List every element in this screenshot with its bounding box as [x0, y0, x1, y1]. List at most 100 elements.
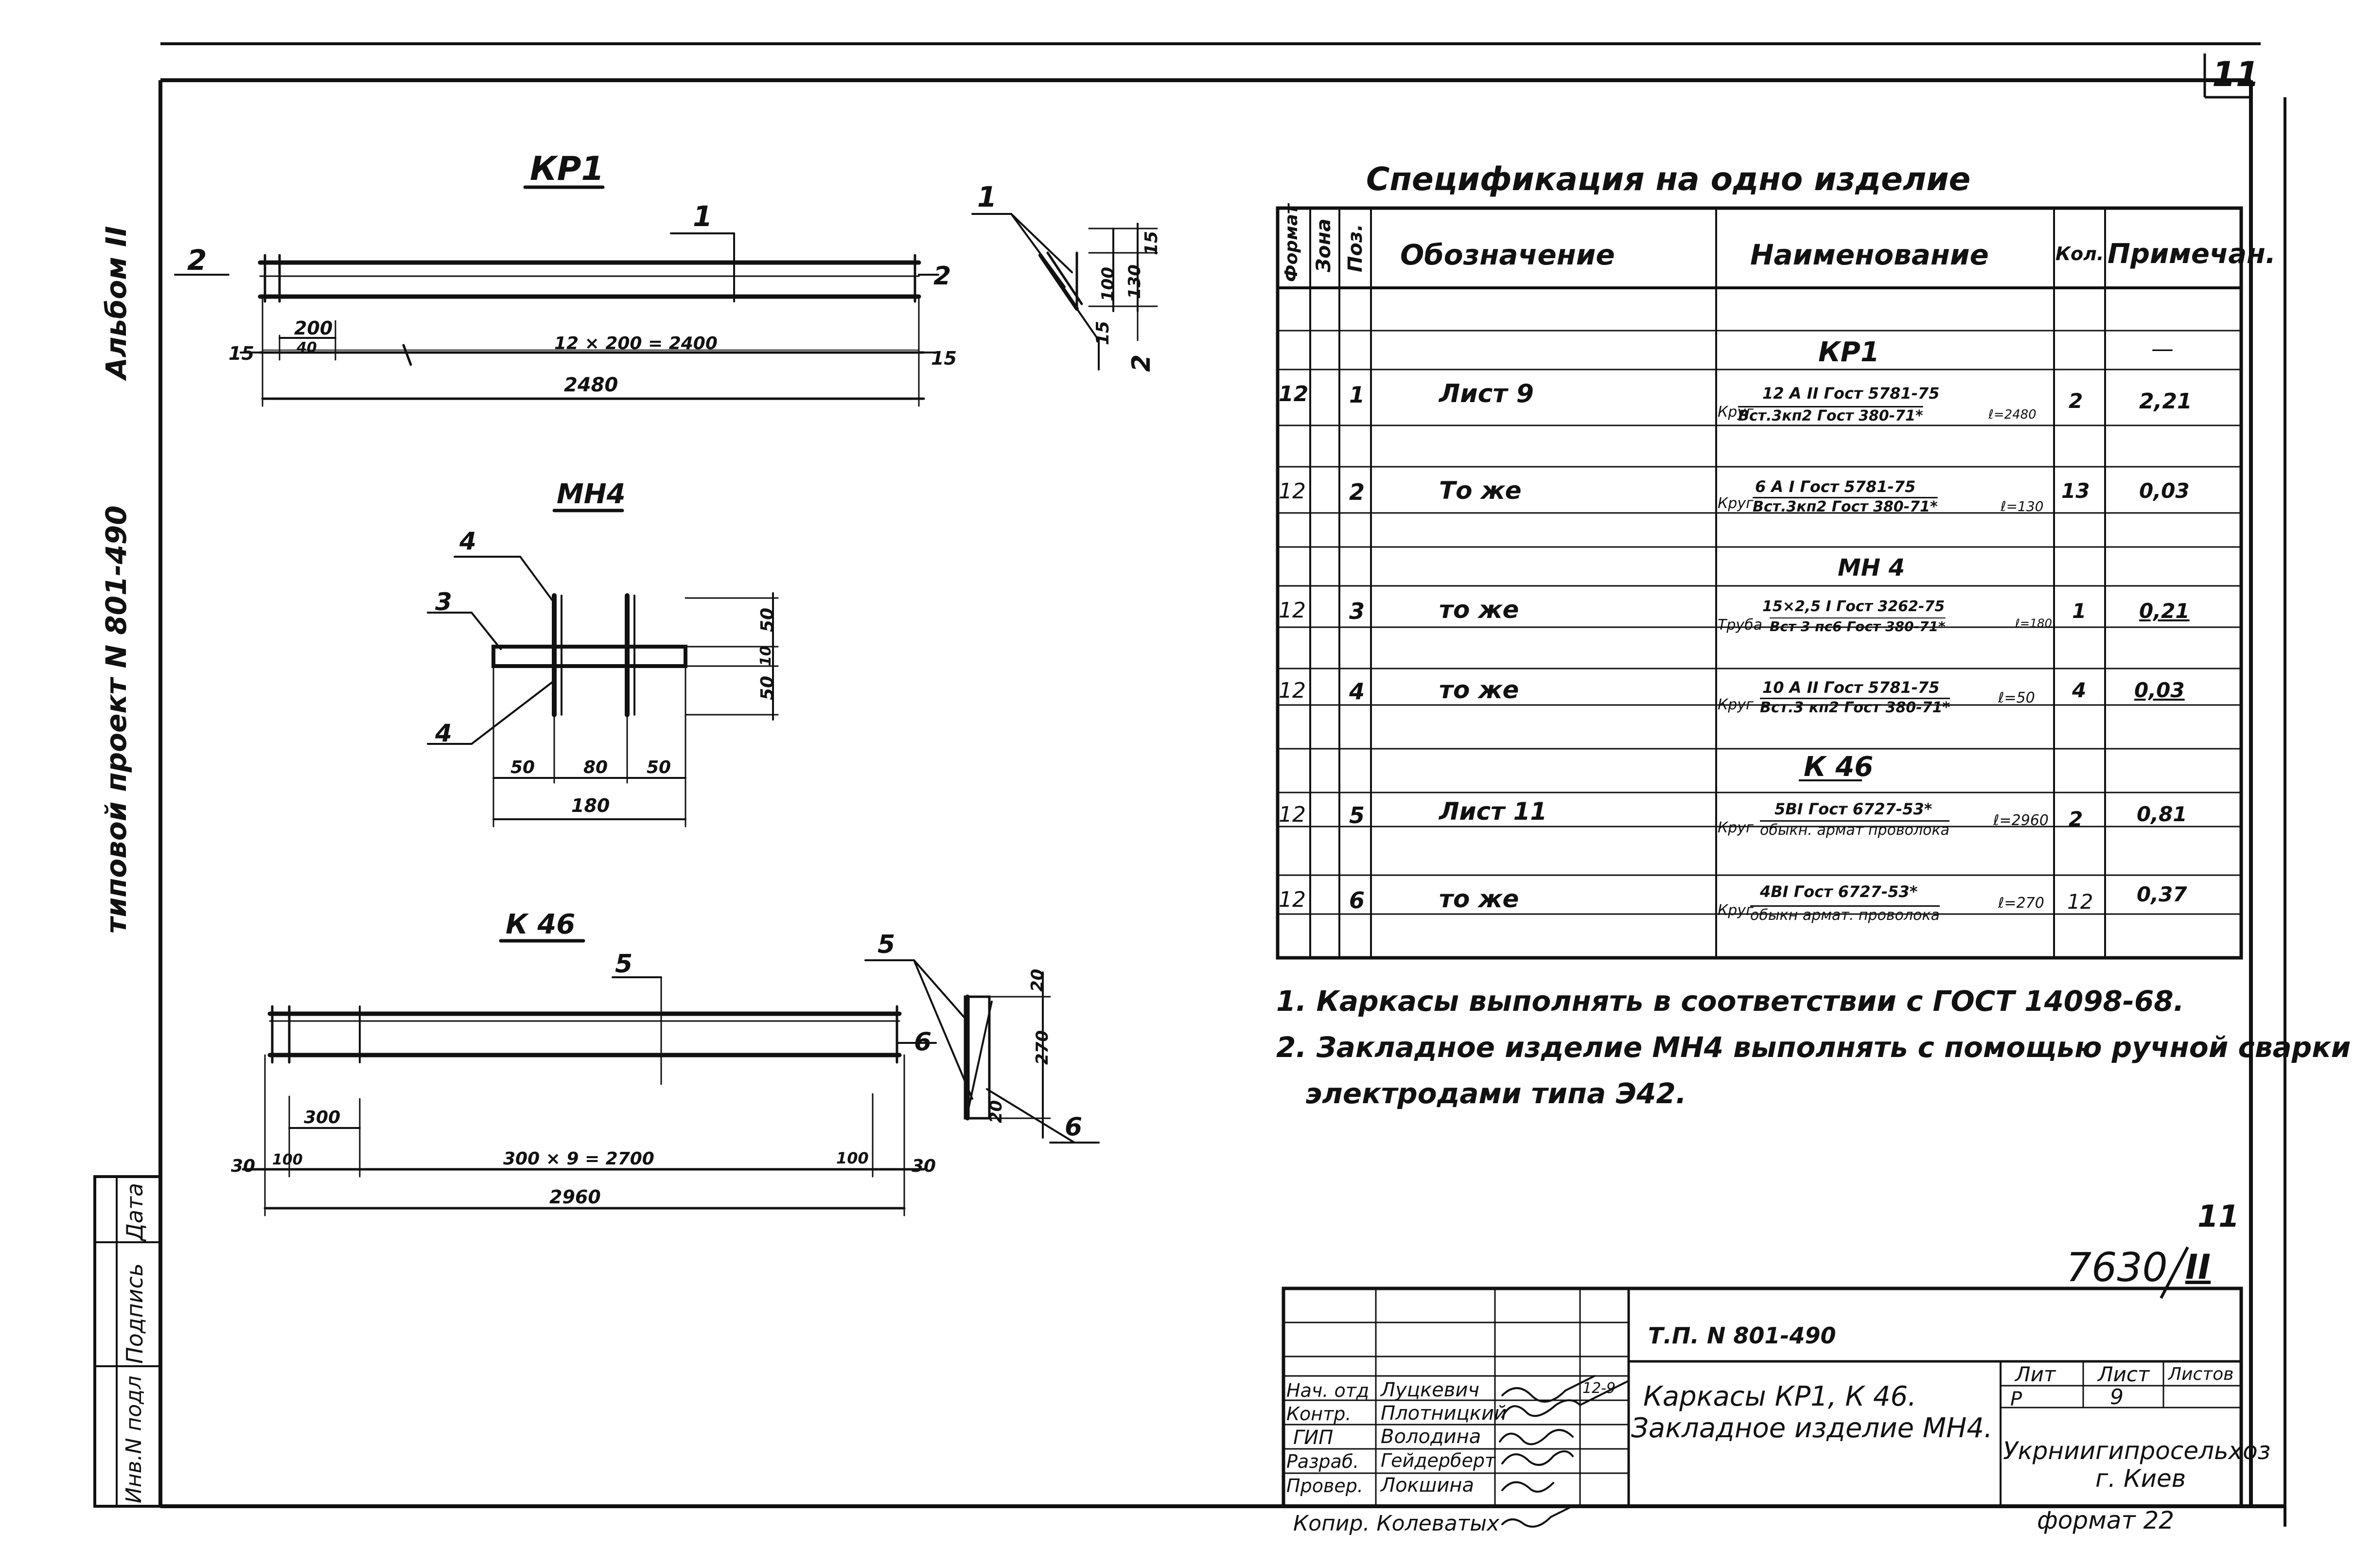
k46-title: К 46 [506, 909, 575, 940]
spec-row2-qty: 13 [2061, 479, 2090, 503]
spec-row6-pos: 6 [1349, 887, 1365, 914]
spec-row5-prefix: Круг [1718, 819, 1754, 836]
spec-row1-prefix: Круг [1718, 404, 1754, 421]
spec-row5-format: 12 [1279, 802, 1306, 827]
tb-role: Нач. отд [1286, 1380, 1370, 1401]
k46-dim-300: 300 [304, 1108, 340, 1128]
kr1-sec-100: 100 [1098, 267, 1118, 301]
spec-row4-format: 12 [1279, 678, 1306, 703]
spec-row2-top: 6 A I Гост 5781-75 [1755, 477, 1916, 496]
corner-sheet-number: 11 [2212, 54, 2260, 94]
tb-sheet-value: 9 [2110, 1385, 2124, 1409]
spec-row1-pos: 1 [1349, 382, 1365, 408]
tb-org-line2: г. Киев [2095, 1464, 2186, 1493]
spec-row4-top: 10 A II Гост 5781-75 [1762, 678, 1940, 697]
tb-lit-value: Р [2010, 1388, 2022, 1410]
mn4-pos-3: 3 [435, 588, 452, 616]
k46-dim-30b: 30 [912, 1156, 936, 1176]
k46-pos-6: 6 [914, 1027, 931, 1057]
kr1-dim-total: 2480 [564, 374, 618, 396]
spec-row6-len: ℓ=270 [1998, 895, 2044, 912]
spec-group-kr1-note: — [2151, 335, 2174, 362]
mn4-dim-50b: 50 [757, 676, 777, 700]
spec-row4-designation: то же [1439, 676, 1519, 704]
spec-row6-top: 4BI Гост 6727-53* [1760, 882, 1918, 901]
tb-date: 12-9 [1582, 1380, 1616, 1397]
kr1-sec-pos-2: 2 [1127, 354, 1156, 372]
tb-project-code: Т.П. N 801-490 [1648, 1322, 1836, 1349]
spec-row1-qty: 2 [2069, 389, 2083, 413]
tb-sheets-label: Листов [2168, 1364, 2234, 1384]
mn4-dim-50a: 50 [757, 608, 777, 632]
spec-row4-bottom: Вст.3 кп2 Гост 380-71* [1760, 699, 1950, 716]
k46-dim-100b: 100 [836, 1149, 869, 1167]
k46-sec-pos-6: 6 [1065, 1112, 1082, 1142]
mn4-title: МН4 [557, 478, 626, 510]
k46-dim-total: 2960 [549, 1186, 601, 1208]
mn4-dim-10: 10 [757, 646, 774, 666]
k46-sec-270: 270 [1033, 1030, 1052, 1065]
mn4-dim-b50b: 50 [647, 758, 671, 777]
kr1-sec-pos-1: 1 [977, 180, 997, 213]
k46-dim-30a: 30 [231, 1156, 255, 1176]
spec-row2-designation: То же [1439, 476, 1522, 505]
tb-name: Луцкевич [1381, 1379, 1479, 1401]
spec-row2-bottom: Вст.3кп2 Гост 380-71* [1753, 498, 1938, 515]
spec-row6-format: 12 [1279, 887, 1306, 912]
spec-row4-note: 0,03 [2134, 678, 2185, 702]
kr1-pos-1: 1 [693, 200, 712, 233]
spec-row4-prefix: Круг [1718, 696, 1754, 713]
spec-row3-bottom: Вст 3 пс6 Гост 380-71* [1770, 618, 1946, 634]
spec-row4-pos: 4 [1349, 678, 1365, 705]
spec-row5-bottom: обыкн. армат проволока [1760, 822, 1950, 839]
spec-row6-prefix: Круг [1718, 902, 1754, 919]
spec-row2-pos: 2 [1349, 479, 1365, 505]
k46-frame [267, 1005, 902, 1064]
spec-row5-top: 5BI Гост 6727-53* [1774, 800, 1932, 818]
tb-name: Локшина [1381, 1474, 1474, 1497]
spec-row3-note: 0,21 [2139, 599, 2190, 623]
spec-row4-len: ℓ=50 [1998, 689, 2035, 706]
spec-row1-top: 12 A II Гост 5781-75 [1762, 384, 1940, 403]
mn4-pos-4a: 4 [459, 527, 476, 555]
spec-row5-designation: Лист 11 [1439, 797, 1547, 826]
kr1-dim-200: 200 [294, 317, 333, 339]
spec-group-mn4: МН 4 [1838, 554, 1905, 581]
mn4-pos-4b: 4 [435, 719, 452, 747]
kr1-dim-15a: 15 [228, 343, 254, 364]
kr1-sec-15b: 15 [1093, 321, 1113, 345]
tb-role: Провер. [1286, 1475, 1363, 1497]
sheet-code-top: 11 [2197, 1198, 2240, 1234]
spec-row3-designation: то же [1439, 596, 1519, 624]
spec-row6-qty: 12 [2067, 890, 2093, 914]
spec-row5-len: ℓ=2960 [1993, 812, 2049, 829]
spec-row6-bottom: обыкн армат. проволока [1750, 907, 1940, 924]
spec-row6-designation: то же [1439, 885, 1519, 913]
spec-header-qty: Кол. [2055, 243, 2104, 264]
sheet-code: 7630 [2066, 1245, 2168, 1291]
spec-row2-format: 12 [1279, 479, 1306, 504]
spec-group-k46: К 46 [1804, 751, 1874, 783]
note-2: 2. Закладное изделие МН4 выполнять с пом… [1276, 1031, 2351, 1064]
spec-row1-note: 2,21 [2139, 389, 2192, 414]
k46-dim-span: 300 × 9 = 2700 [503, 1149, 654, 1169]
sheet-code-roman: II [2185, 1247, 2211, 1287]
tb-name: Плотницкий [1381, 1402, 1507, 1425]
mn4-dim-b50a: 50 [510, 758, 535, 777]
note-3: электродами типа Э42. [1305, 1077, 1686, 1110]
spec-row2-len: ℓ=130 [2001, 498, 2044, 514]
spec-row3-format: 12 [1279, 598, 1306, 623]
tb-name: Володина [1381, 1426, 1481, 1448]
spec-header-name: Наименование [1750, 238, 1989, 271]
tb-lit-label: Лит [2015, 1362, 2056, 1386]
kr1-pos-2-right: 2 [933, 262, 951, 291]
spec-row4-qty: 4 [2072, 678, 2087, 702]
kr1-frame [258, 254, 921, 303]
tb-role: Контр. [1286, 1403, 1352, 1425]
spec-row1-designation: Лист 9 [1439, 379, 1534, 408]
spec-row1-format: 12 [1279, 382, 1309, 406]
spec-row3-prefix: Труба [1718, 617, 1763, 634]
